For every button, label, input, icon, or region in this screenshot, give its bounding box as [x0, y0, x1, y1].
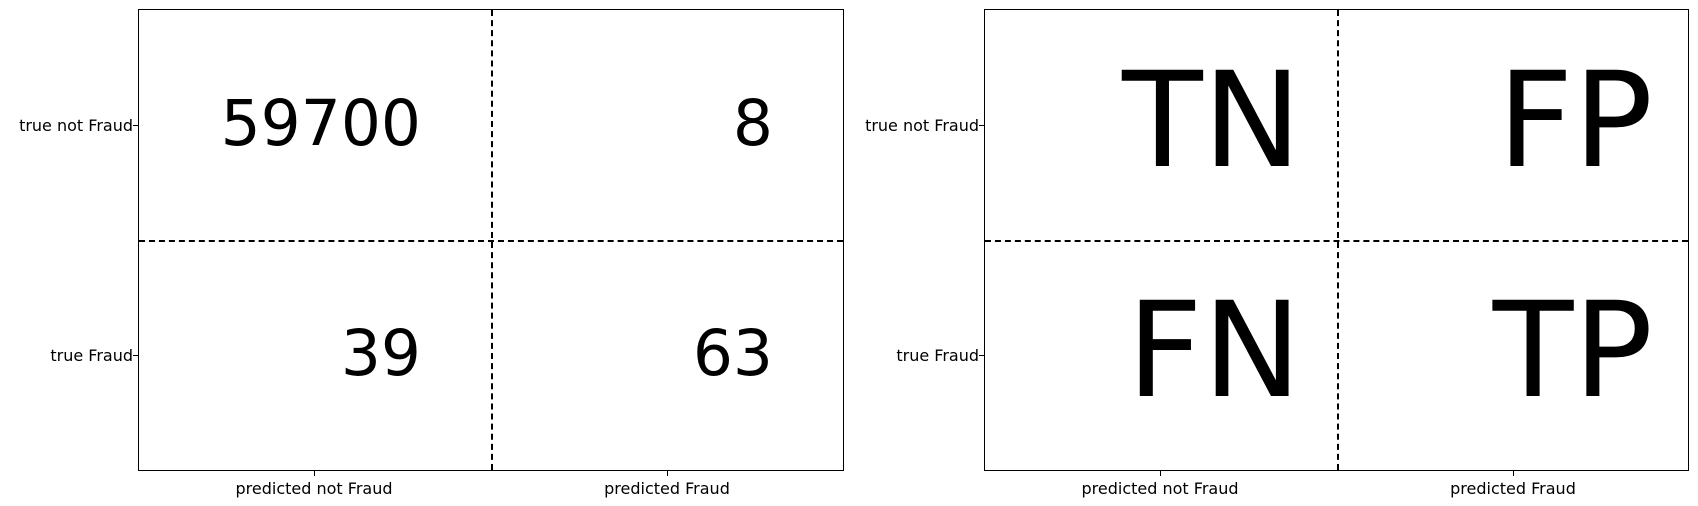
cell-value: FN — [1126, 274, 1302, 428]
divider-horizontal — [985, 240, 1688, 242]
right-y-label-true-fraud: true Fraud — [896, 346, 979, 365]
cell-false-negative-count: 39 — [139, 240, 491, 470]
left-y-tick — [133, 355, 138, 356]
cell-value: 63 — [692, 316, 773, 390]
right-x-label-predicted-not-fraud: predicted not Fraud — [1081, 479, 1239, 498]
left-x-label-predicted-not-fraud: predicted not Fraud — [235, 479, 393, 498]
cell-tp: TP — [1337, 240, 1689, 470]
right-y-label-true-not-fraud: true not Fraud — [865, 116, 979, 135]
cell-false-positive-count: 8 — [491, 10, 843, 240]
cell-value: 39 — [340, 316, 421, 390]
cell-value: 59700 — [220, 86, 421, 160]
cell-value: 8 — [732, 86, 773, 160]
right-x-tick — [1160, 471, 1161, 476]
confusion-matrix-counts: 59700 8 39 63 — [138, 9, 844, 471]
cell-true-positive-count: 63 — [491, 240, 843, 470]
cell-fn: FN — [985, 240, 1337, 470]
cell-true-negative-count: 59700 — [139, 10, 491, 240]
cell-value: TP — [1492, 274, 1653, 428]
left-x-tick — [314, 471, 315, 476]
confusion-matrix-legend: TN FP FN TP — [984, 9, 1689, 471]
left-y-label-true-fraud: true Fraud — [50, 346, 133, 365]
right-x-label-predicted-fraud: predicted Fraud — [1450, 479, 1576, 498]
cell-value: TN — [1122, 44, 1302, 198]
left-y-label-true-not-fraud: true not Fraud — [19, 116, 133, 135]
cell-fp: FP — [1337, 10, 1689, 240]
left-y-tick — [133, 125, 138, 126]
cell-tn: TN — [985, 10, 1337, 240]
left-x-label-predicted-fraud: predicted Fraud — [604, 479, 730, 498]
left-x-tick — [667, 471, 668, 476]
right-y-tick — [979, 355, 984, 356]
right-y-tick — [979, 125, 984, 126]
divider-horizontal — [139, 240, 843, 242]
cell-value: FP — [1497, 44, 1653, 198]
right-x-tick — [1513, 471, 1514, 476]
